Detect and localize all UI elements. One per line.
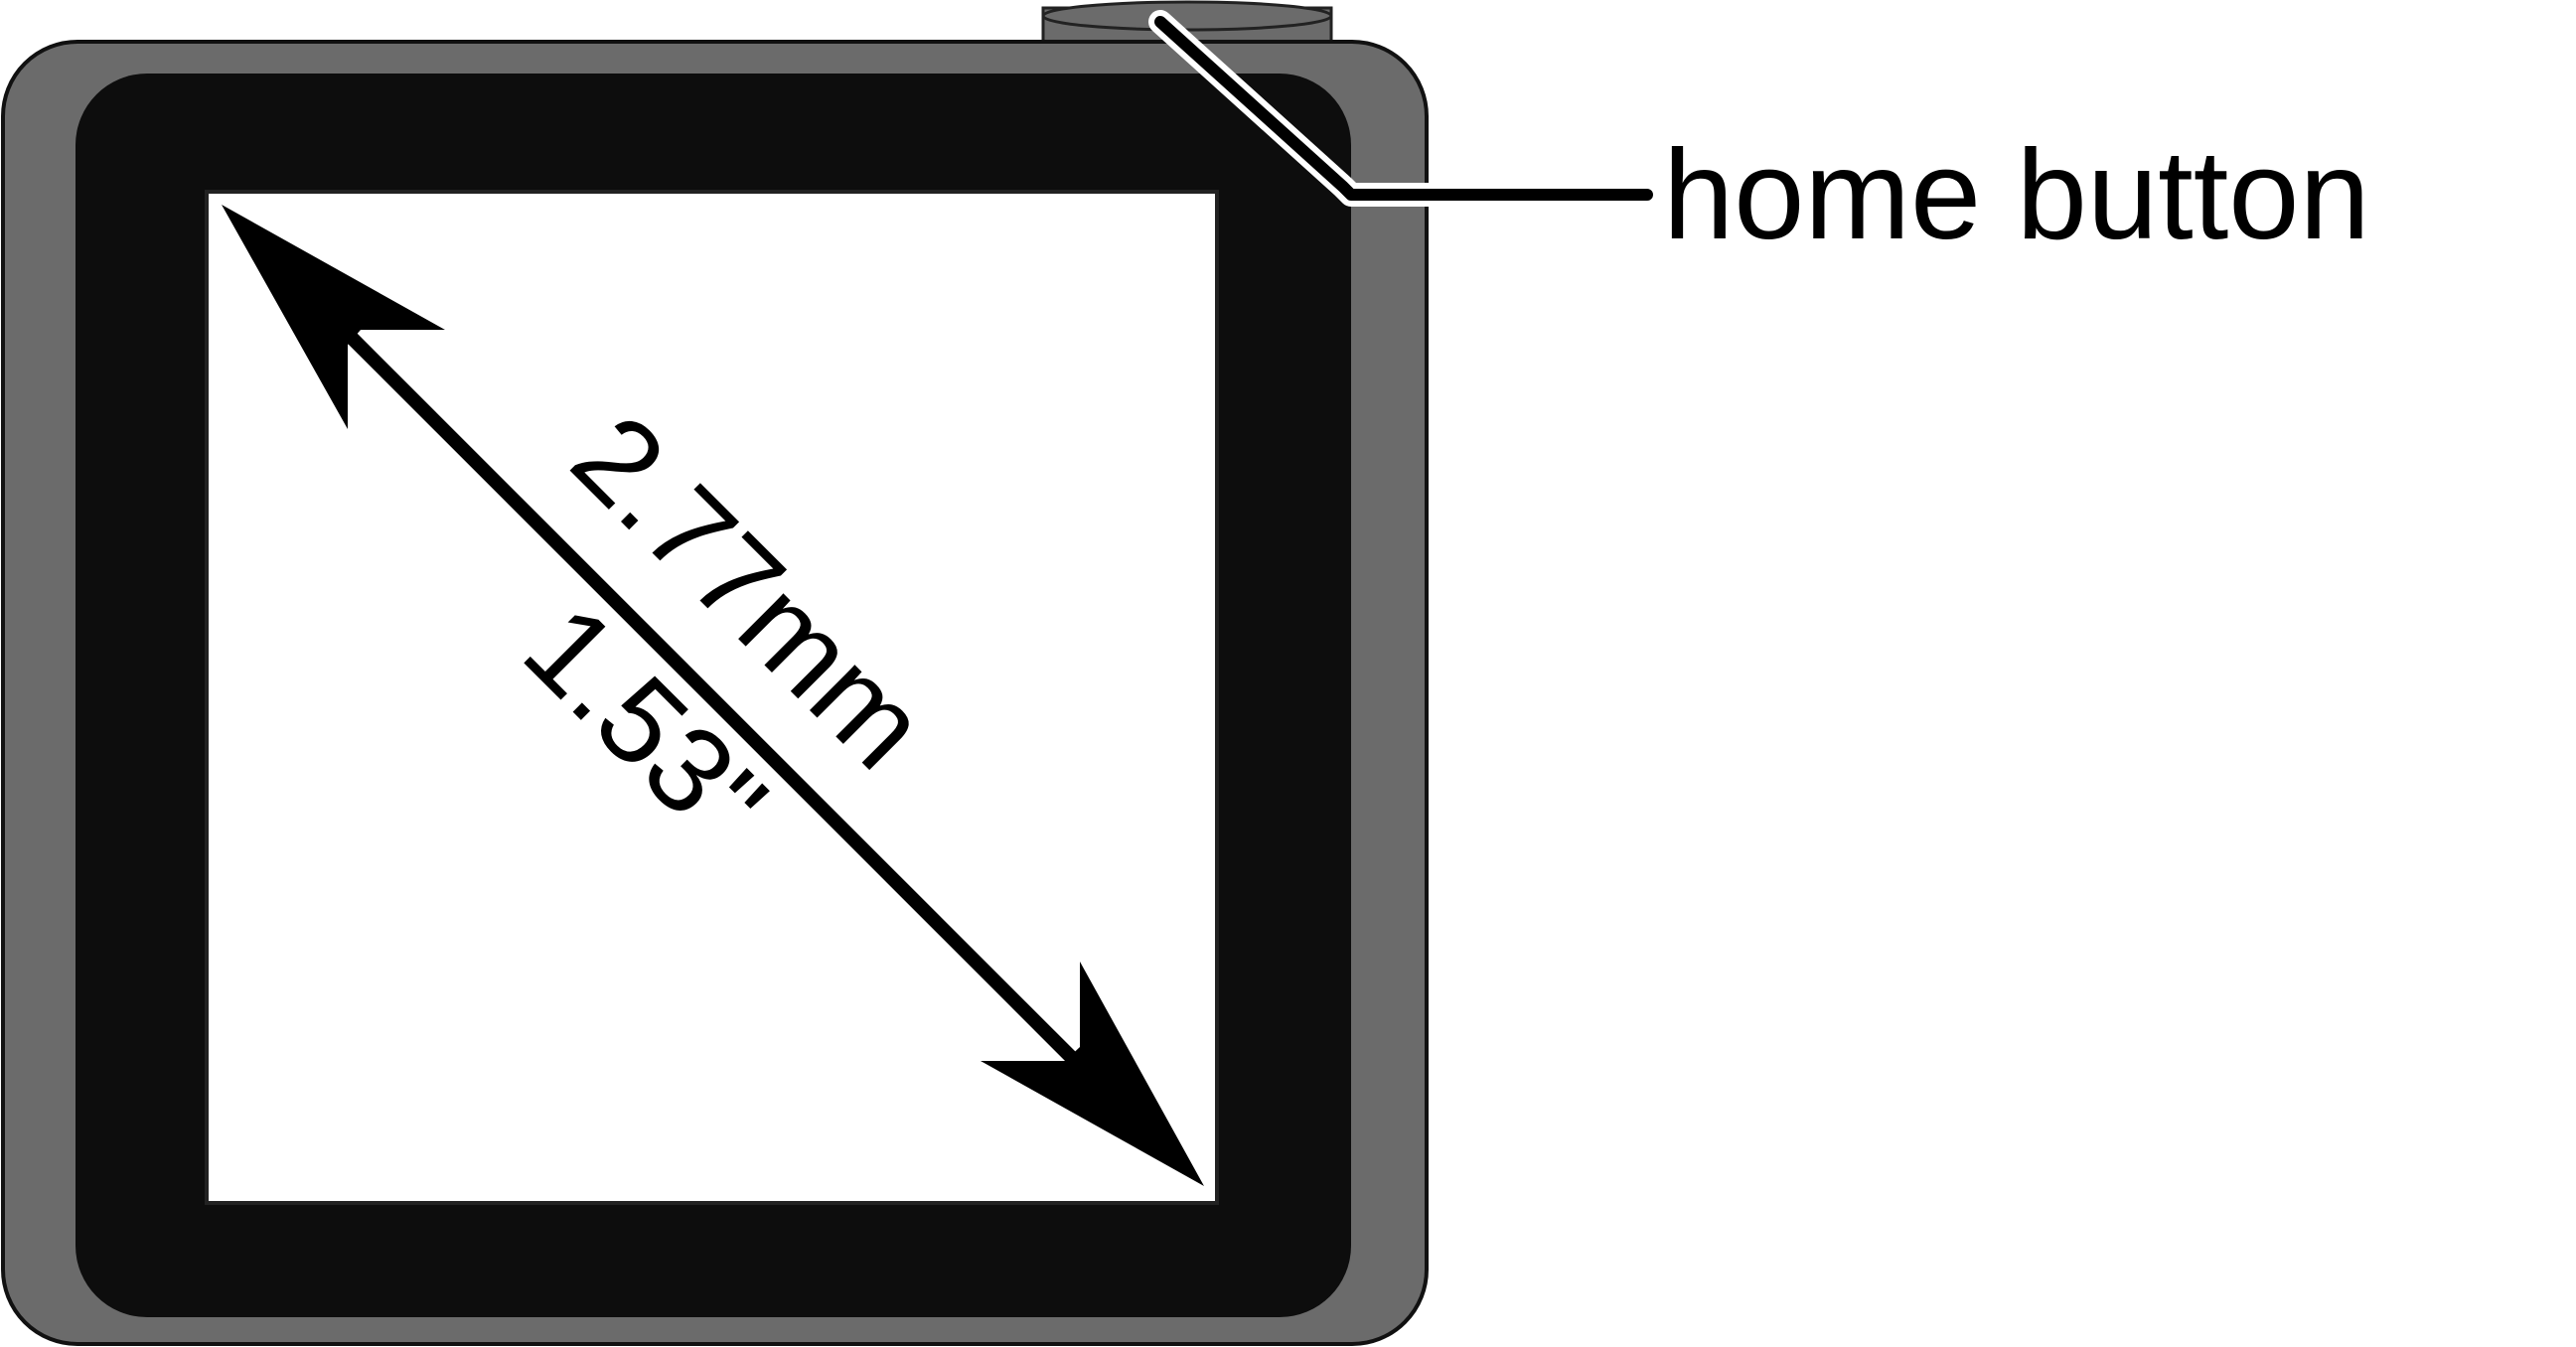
callout-leader-line	[1148, 10, 1659, 207]
double-headed-arrow-icon	[222, 205, 1204, 1186]
home-button-label: home button	[1663, 124, 2370, 266]
